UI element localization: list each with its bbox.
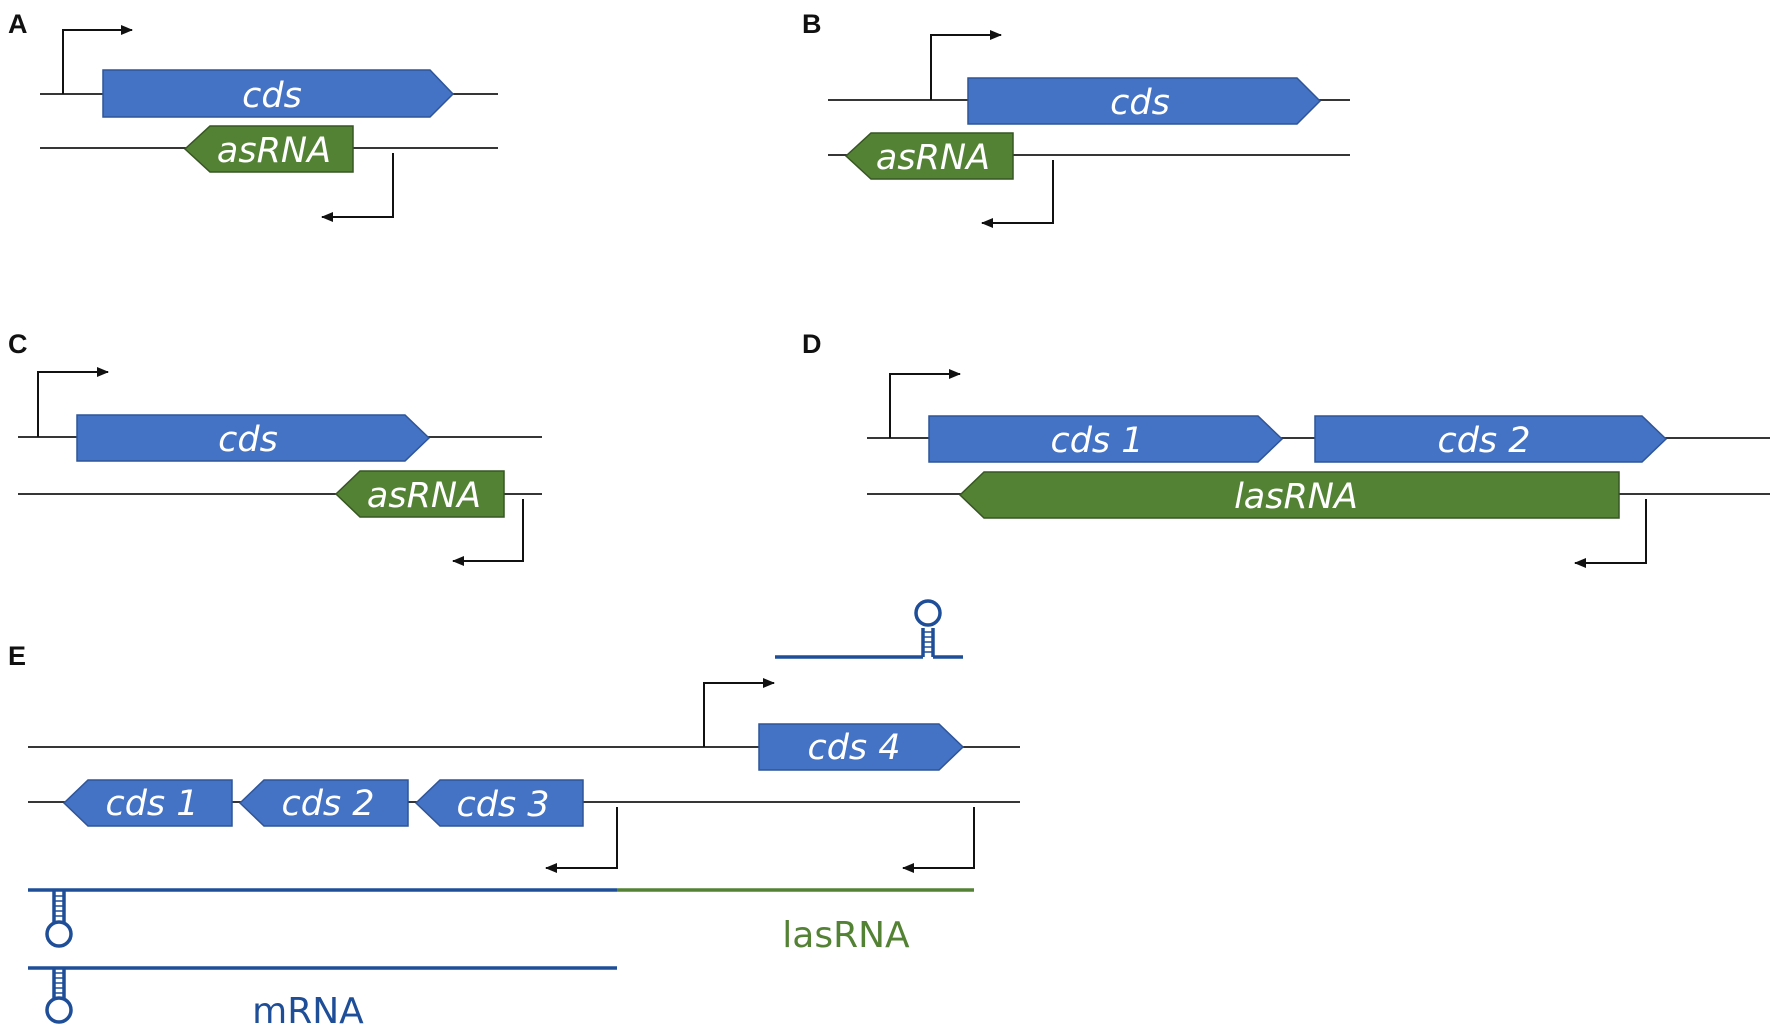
cds-label: cds	[218, 420, 278, 460]
promoter-forward-arrow	[703, 678, 775, 747]
panel-letter-a: A	[8, 9, 28, 39]
hairpin-stem-rungs-2	[54, 972, 64, 994]
hairpin-stem-rungs-1	[54, 895, 64, 917]
promoter-forward-arrow	[62, 25, 133, 94]
cds-label: cds	[1110, 83, 1170, 123]
terminator-hairpin-loop	[914, 599, 942, 627]
cds-3-label: cds 3	[456, 785, 549, 825]
cds-4-gene	[758, 723, 965, 771]
lasrna-transcript-label: lasRNA	[782, 915, 910, 956]
cds-3-gene	[414, 779, 584, 827]
asrna-label: asRNA	[367, 476, 481, 516]
cds-gene	[76, 414, 431, 462]
cds-label: cds	[242, 76, 302, 116]
lasrna-gene	[958, 471, 1620, 519]
panel-b: B cds asRNA	[802, 9, 1350, 228]
promoter-reverse-arrow	[981, 160, 1054, 228]
hairpin-loop-2	[45, 996, 73, 1024]
asrna-label: asRNA	[217, 131, 331, 171]
promoter-reverse-arrow	[321, 153, 394, 222]
asrna-gene	[183, 125, 354, 173]
cds-2-gene	[1314, 415, 1668, 463]
terminator-hairpin-stem	[923, 631, 933, 653]
panel-letter-c: C	[8, 329, 28, 359]
terminator-transcript-line	[775, 628, 963, 659]
lasrna-label: lasRNA	[1234, 477, 1358, 517]
panel-a: A cds asRNA	[8, 9, 498, 222]
panel-letter-b: B	[802, 9, 822, 39]
mrna-transcript-label: mRNA	[252, 991, 364, 1029]
asrna-label: asRNA	[876, 138, 990, 178]
promoter-reverse-arrow	[1574, 499, 1647, 568]
promoter-reverse-arrow	[452, 499, 524, 566]
cds-4-label: cds 4	[807, 728, 900, 768]
promoter-forward-arrow	[889, 369, 961, 438]
hairpin-loop-1	[45, 920, 73, 948]
promoter-reverse-arrow-lasrna	[902, 807, 975, 873]
asrna-gene	[844, 132, 1014, 180]
promoter-reverse-arrow-operon	[545, 807, 618, 873]
panel-e: E cds 4 cds 1 cds 2 cds 3 lasRNA mRNA	[8, 599, 1020, 1029]
cds-gene	[102, 69, 455, 118]
cds-1-gene	[62, 779, 233, 827]
cds-1-label: cds 1	[105, 784, 198, 824]
panel-c: C cds asRNA	[8, 329, 542, 566]
promoter-forward-arrow	[37, 367, 109, 437]
cds-2-label: cds 2	[1437, 421, 1530, 461]
panel-letter-e: E	[8, 641, 26, 671]
cds-2-label: cds 2	[281, 784, 374, 824]
cds-gene	[967, 77, 1322, 125]
panel-d: D cds 1 cds 2 lasRNA	[802, 329, 1770, 568]
asrna-gene	[334, 470, 505, 518]
cds-2-gene	[238, 779, 409, 827]
panel-letter-d: D	[802, 329, 822, 359]
cds-1-gene	[928, 415, 1284, 463]
promoter-forward-arrow	[930, 30, 1002, 100]
cds-1-label: cds 1	[1050, 421, 1143, 461]
